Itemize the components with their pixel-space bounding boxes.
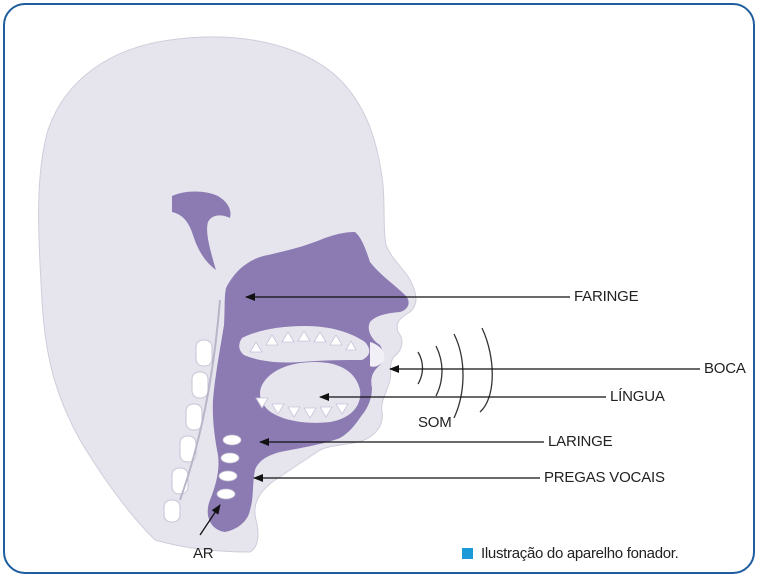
figure-caption: Ilustração do aparelho fonador.	[462, 545, 679, 562]
sound-waves-icon	[418, 328, 492, 418]
label-laringe: LARINGE	[548, 433, 612, 450]
label-pregas-vocais: PREGAS VOCAIS	[544, 469, 665, 486]
label-lingua: LÍNGUA	[610, 388, 665, 405]
label-ar: AR	[193, 545, 213, 562]
caption-text: Ilustração do aparelho fonador.	[481, 545, 679, 562]
label-boca: BOCA	[704, 360, 746, 377]
label-som: SOM	[418, 414, 452, 431]
square-bullet-icon	[462, 548, 473, 559]
label-faringe: FARINGE	[574, 288, 638, 305]
